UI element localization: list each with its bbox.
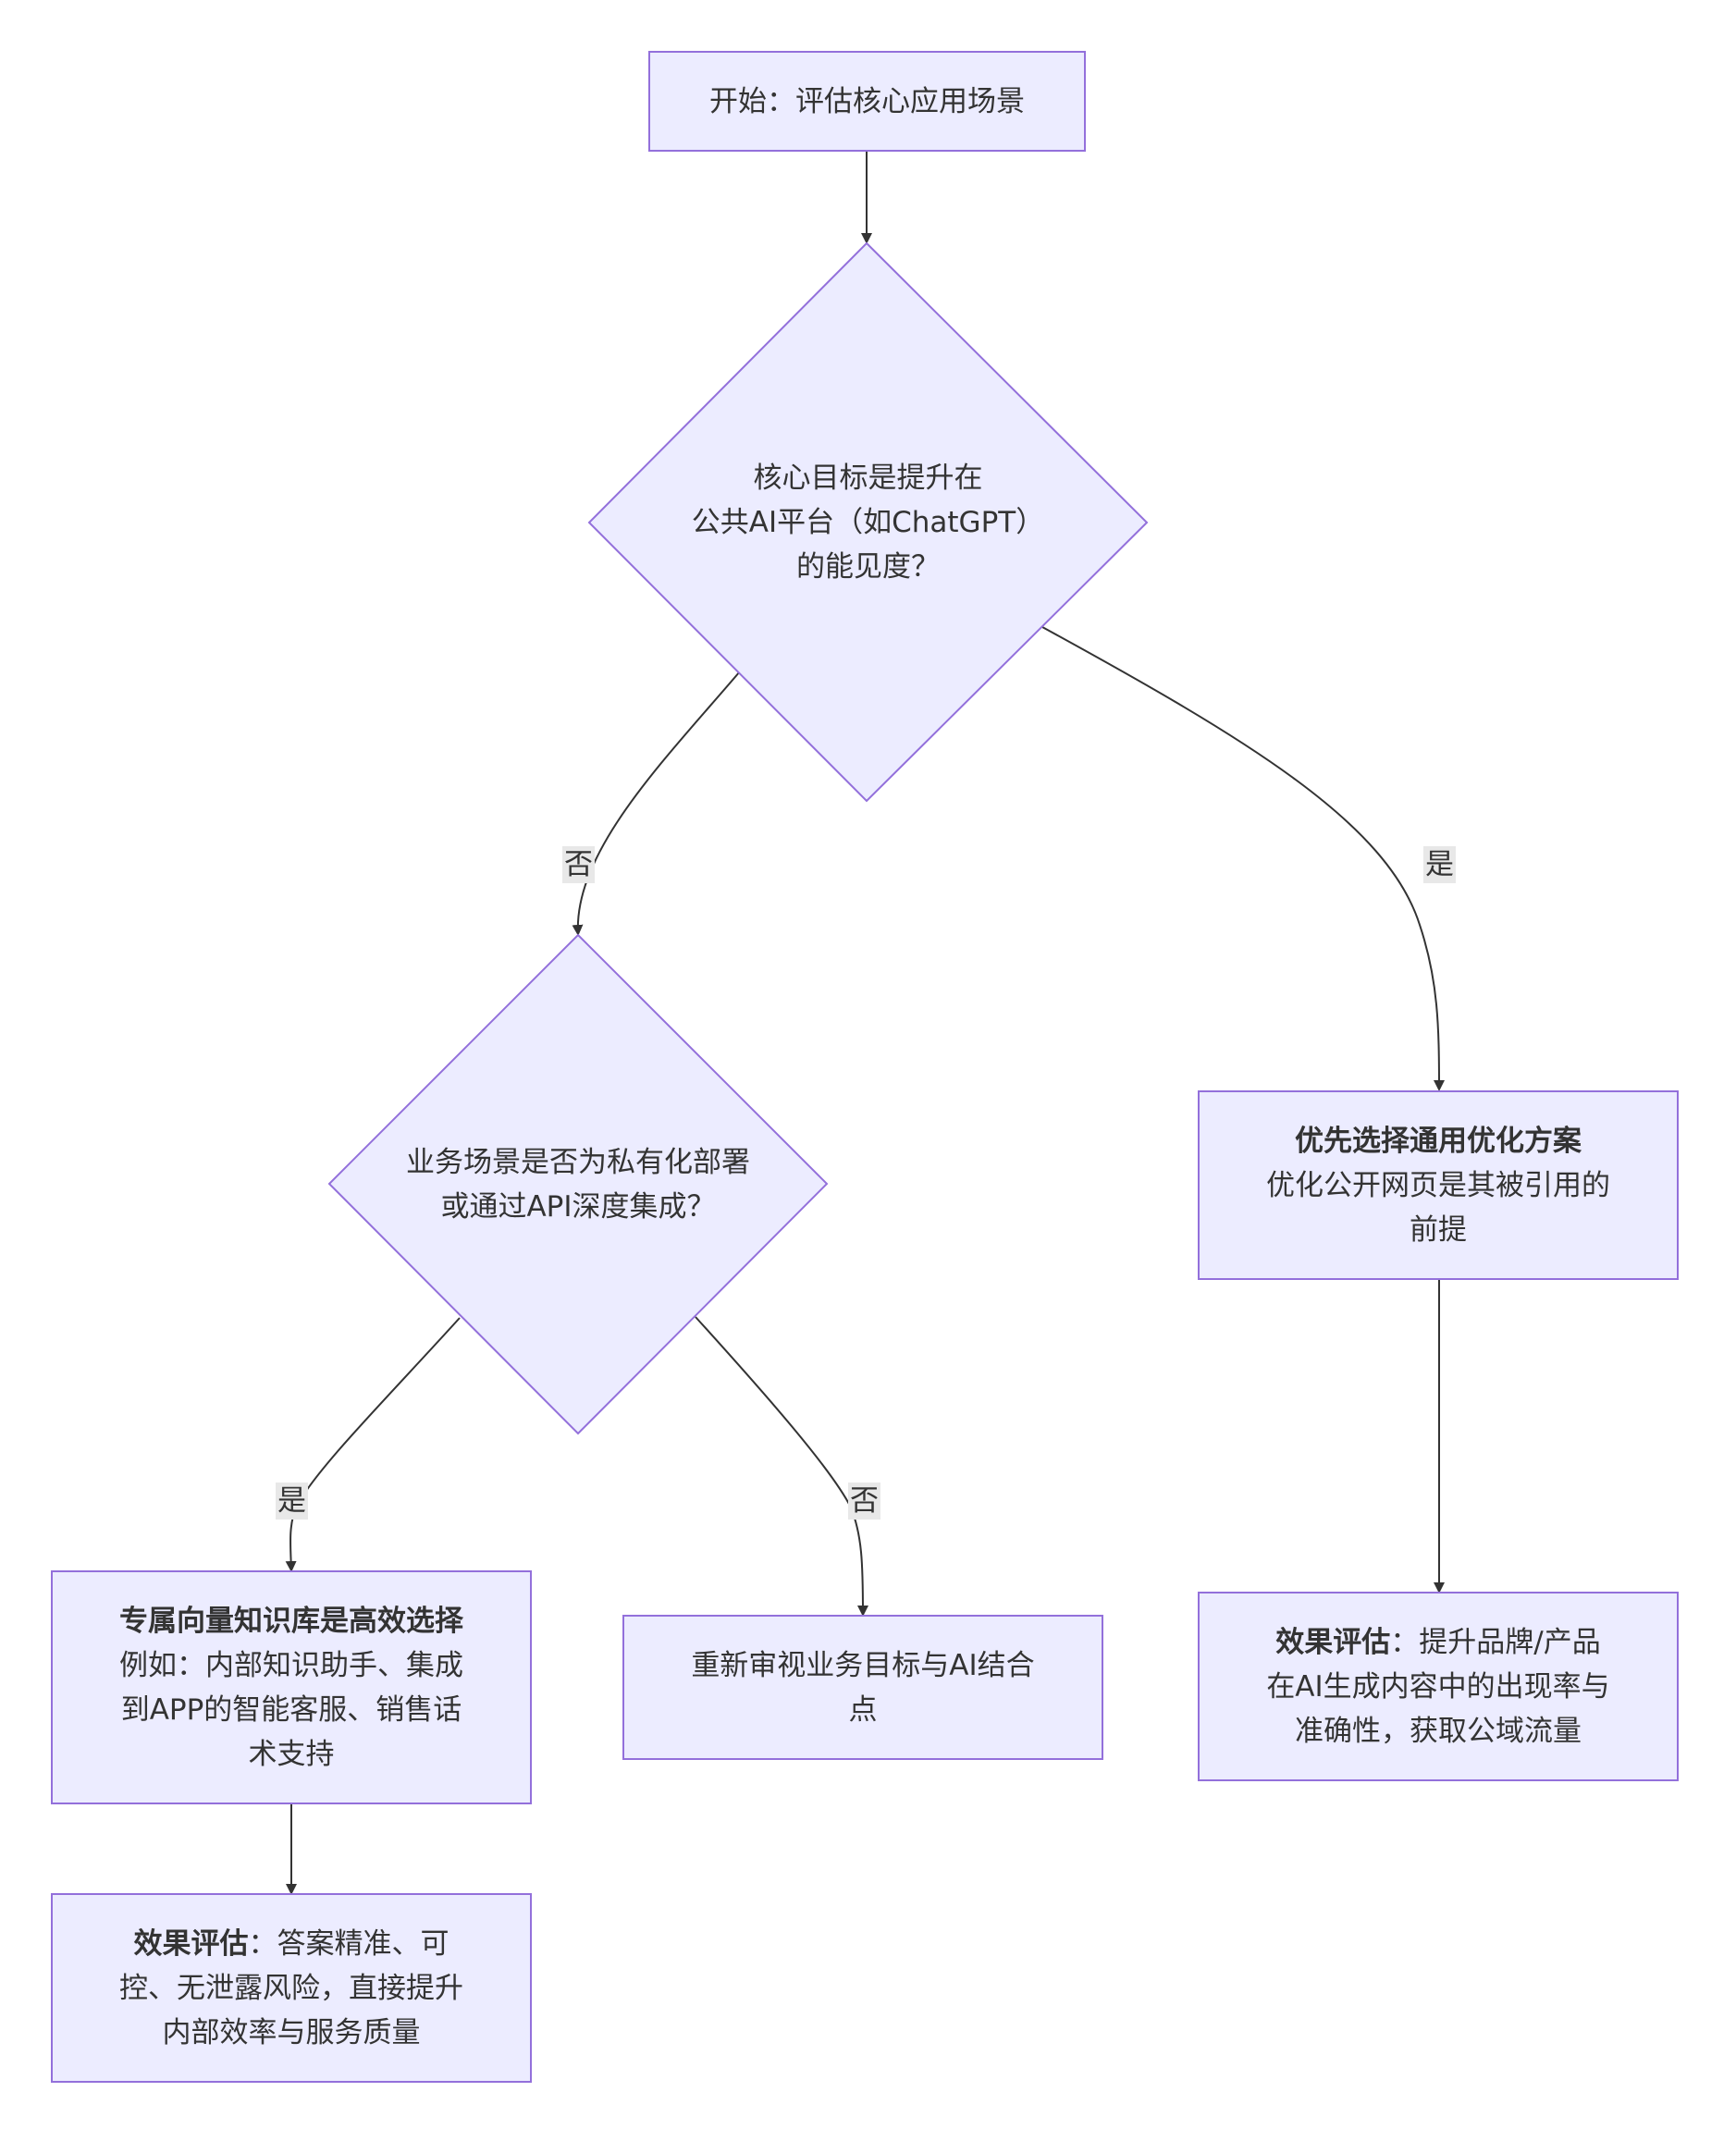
eval-public-line-2: 在AI生成内容中的出现率与 (1266, 1669, 1610, 1704)
edge-label-decision1-no: 否 (562, 846, 595, 883)
edge-decision1-no (572, 671, 741, 936)
start-line-1: 开始：评估核心应用场景 (709, 84, 1025, 118)
edge-label-decision1-yes: 是 (1423, 846, 1456, 883)
decision2-line-1: 业务场景是否为私有化部署 (406, 1145, 750, 1179)
eval-public-node (1198, 1592, 1679, 1781)
reexamine-line-2: 点 (848, 1692, 878, 1727)
eval-public-line-3: 准确性，获取公域流量 (1295, 1714, 1582, 1748)
vector-line-2: 到APP的智能客服、销售话 (120, 1692, 462, 1727)
general-node (1198, 1090, 1679, 1280)
reexamine-text: 重新审视业务目标与AI结合 点 (623, 1616, 1102, 1759)
vector-text: 专属向量知识库是高效选择 例如：内部知识助手、集成 到APP的智能客服、销售话 … (52, 1571, 531, 1803)
vector-node (51, 1570, 532, 1804)
reexamine-line-1: 重新审视业务目标与AI结合 (691, 1648, 1035, 1682)
edge-decision1-yes (1041, 626, 1445, 1091)
eval-private-node (51, 1893, 532, 2083)
general-text: 优先选择通用优化方案 优化公开网页是其被引用的 前提 (1199, 1091, 1678, 1279)
eval-public-text: 效果评估：提升品牌/产品 在AI生成内容中的出现率与 准确性，获取公域流量 (1199, 1593, 1678, 1780)
vector-title: 专属向量知识库是高效选择 (119, 1604, 463, 1638)
decision1-node (587, 241, 1149, 803)
decision1-line-2: 公共AI平台（如ChatGPT） (691, 505, 1045, 539)
eval-public-line-1: 效果评估：提升品牌/产品 (1275, 1620, 1600, 1665)
decision2-line-2: 或通过API深度集成？ (440, 1189, 716, 1224)
vector-line-3: 术支持 (248, 1737, 335, 1771)
eval-private-line-3: 内部效率与服务质量 (162, 2015, 421, 2049)
general-line-2: 前提 (1410, 1212, 1467, 1247)
vector-line-1: 例如：内部知识助手、集成 (119, 1648, 463, 1682)
eval-private-first-rest: ：答案精准、可 (248, 1926, 449, 1961)
decision1-line-1: 核心目标是提升在 (753, 461, 983, 495)
general-line-1: 优化公开网页是其被引用的 (1266, 1168, 1610, 1202)
eval-private-line-1: 效果评估：答案精准、可 (134, 1922, 449, 1966)
edge-label-decision2-yes: 是 (276, 1483, 308, 1520)
decision2-text: 业务场景是否为私有化部署 或通过API深度集成？ (329, 935, 827, 1433)
reexamine-node (622, 1615, 1103, 1760)
eval-private-text: 效果评估：答案精准、可 控、无泄露风险，直接提升 内部效率与服务质量 (52, 1894, 531, 2082)
eval-private-line-2: 控、无泄露风险，直接提升 (119, 1971, 463, 2005)
start-node (648, 51, 1086, 152)
decision1-line-3: 的能见度？ (796, 549, 940, 584)
decision2-node (327, 933, 829, 1435)
decision1-text: 核心目标是提升在 公共AI平台（如ChatGPT） 的能见度？ (589, 243, 1147, 801)
eval-public-first-rest: ：提升品牌/产品 (1390, 1625, 1601, 1659)
edge-decision2-yes (285, 1317, 461, 1572)
general-title: 优先选择通用优化方案 (1295, 1124, 1582, 1158)
eval-public-title: 效果评估 (1275, 1625, 1391, 1659)
start-text: 开始：评估核心应用场景 (649, 52, 1085, 151)
edge-decision2-no (695, 1316, 868, 1617)
edge-label-decision2-no: 否 (848, 1483, 880, 1520)
eval-private-title: 效果评估 (133, 1926, 249, 1961)
